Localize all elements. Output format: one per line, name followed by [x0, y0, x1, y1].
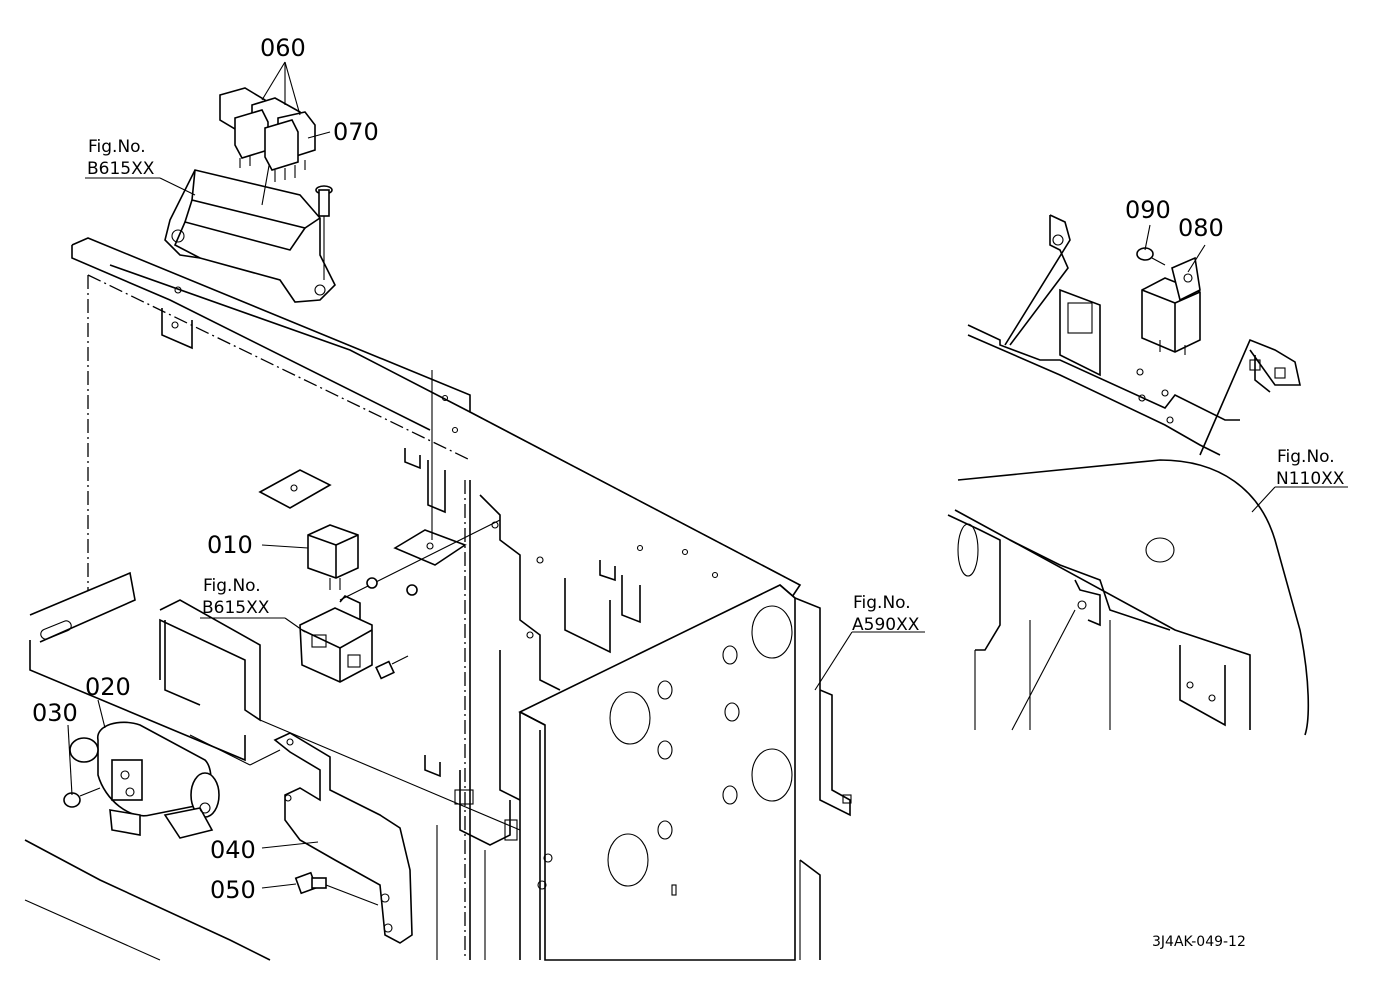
part-label-060: 060 [260, 34, 306, 62]
part-label-030: 030 [32, 699, 78, 727]
fuse-box-assembly [85, 61, 336, 303]
part-labels: 060 070 090 080 010 020 030 040 050 [32, 34, 1224, 904]
relay-080-icon [1141, 256, 1201, 355]
figref-middle-left-line2: B615XX [202, 598, 270, 618]
part-label-080: 080 [1178, 214, 1224, 242]
part-label-020: 020 [85, 673, 131, 701]
figref-top-line1: Fig.No. [88, 137, 146, 157]
part-label-090: 090 [1125, 196, 1171, 224]
figure-references: Fig.No. B615XX Fig.No. B615XX Fig.No. A5… [87, 137, 1345, 635]
part-label-040: 040 [210, 836, 256, 864]
solenoid-020-assembly [63, 699, 281, 839]
main-frame [24, 237, 852, 961]
bolt-030-icon [63, 787, 101, 808]
part-label-070: 070 [333, 118, 379, 146]
detail-inset-right [947, 214, 1348, 736]
figref-middle-line1: Fig.No. [853, 593, 911, 613]
drawing-code: 3J4AK-049-12 [1152, 934, 1246, 950]
relay-010-assembly [200, 370, 501, 683]
relay-group-icon [219, 87, 316, 182]
part-label-050: 050 [210, 876, 256, 904]
bracket-040 [261, 732, 413, 944]
screw-icon [375, 655, 409, 680]
part-label-010: 010 [207, 531, 253, 559]
figref-middle-left-line1: Fig.No. [203, 576, 261, 596]
screw-icon [315, 185, 333, 280]
bolt-090-icon [1136, 247, 1166, 266]
figref-right-line1: Fig.No. [1277, 447, 1335, 467]
figref-top-line2: B615XX [87, 159, 155, 179]
figref-middle-line2: A590XX [852, 615, 920, 635]
bolt-050-icon [294, 871, 379, 906]
figref-right-line2: N110XX [1276, 469, 1345, 489]
